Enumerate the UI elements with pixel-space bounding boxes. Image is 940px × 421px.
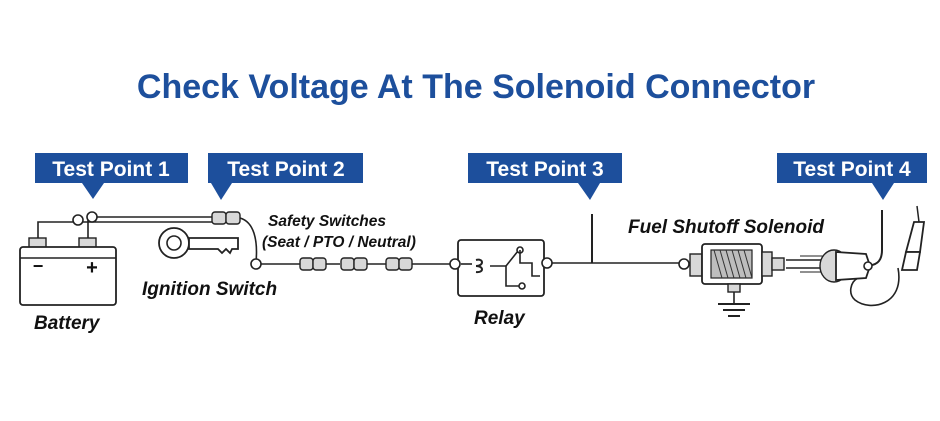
wire-battery-positive [87, 216, 214, 240]
junction-node [250, 258, 262, 270]
safety-switches-sublabel: (Seat / PTO / Neutral) [262, 234, 416, 251]
safety-switches-label: Safety Switches [268, 213, 386, 230]
test-point-1-callout: Test Point 1 [35, 153, 188, 199]
test-point-3-callout: Test Point 3 [468, 153, 622, 200]
wire-to-ignition [239, 217, 258, 263]
test-point-2-label: Test Point 2 [227, 158, 344, 181]
junction-node [86, 211, 98, 223]
battery-label: Battery [34, 313, 101, 334]
inline-connector [211, 211, 241, 225]
test-point-4-label: Test Point 4 [793, 158, 911, 181]
junction-node [72, 214, 84, 226]
relay-label: Relay [474, 308, 526, 329]
page-title: Check Voltage At The Solenoid Connector [137, 68, 815, 106]
battery-plus: + [86, 257, 98, 279]
probe-icon [900, 205, 926, 271]
relay-icon [449, 239, 553, 297]
solenoid-icon [678, 243, 873, 285]
battery-icon: − + [19, 237, 117, 306]
wires [37, 210, 900, 307]
ground-icon [718, 283, 750, 317]
test-point-2-callout: Test Point 2 [208, 153, 363, 200]
fuel-solenoid-label: Fuel Shutoff Solenoid [628, 217, 824, 238]
test-point-1-label: Test Point 1 [52, 158, 170, 181]
safety-switch-connectors [299, 257, 413, 271]
ignition-switch-label: Ignition Switch [142, 279, 277, 300]
key-icon [158, 227, 239, 259]
test-point-3-label: Test Point 3 [486, 158, 603, 181]
test-point-4-callout: Test Point 4 [777, 153, 927, 200]
probe-lead [849, 267, 900, 307]
battery-minus: − [33, 256, 44, 276]
